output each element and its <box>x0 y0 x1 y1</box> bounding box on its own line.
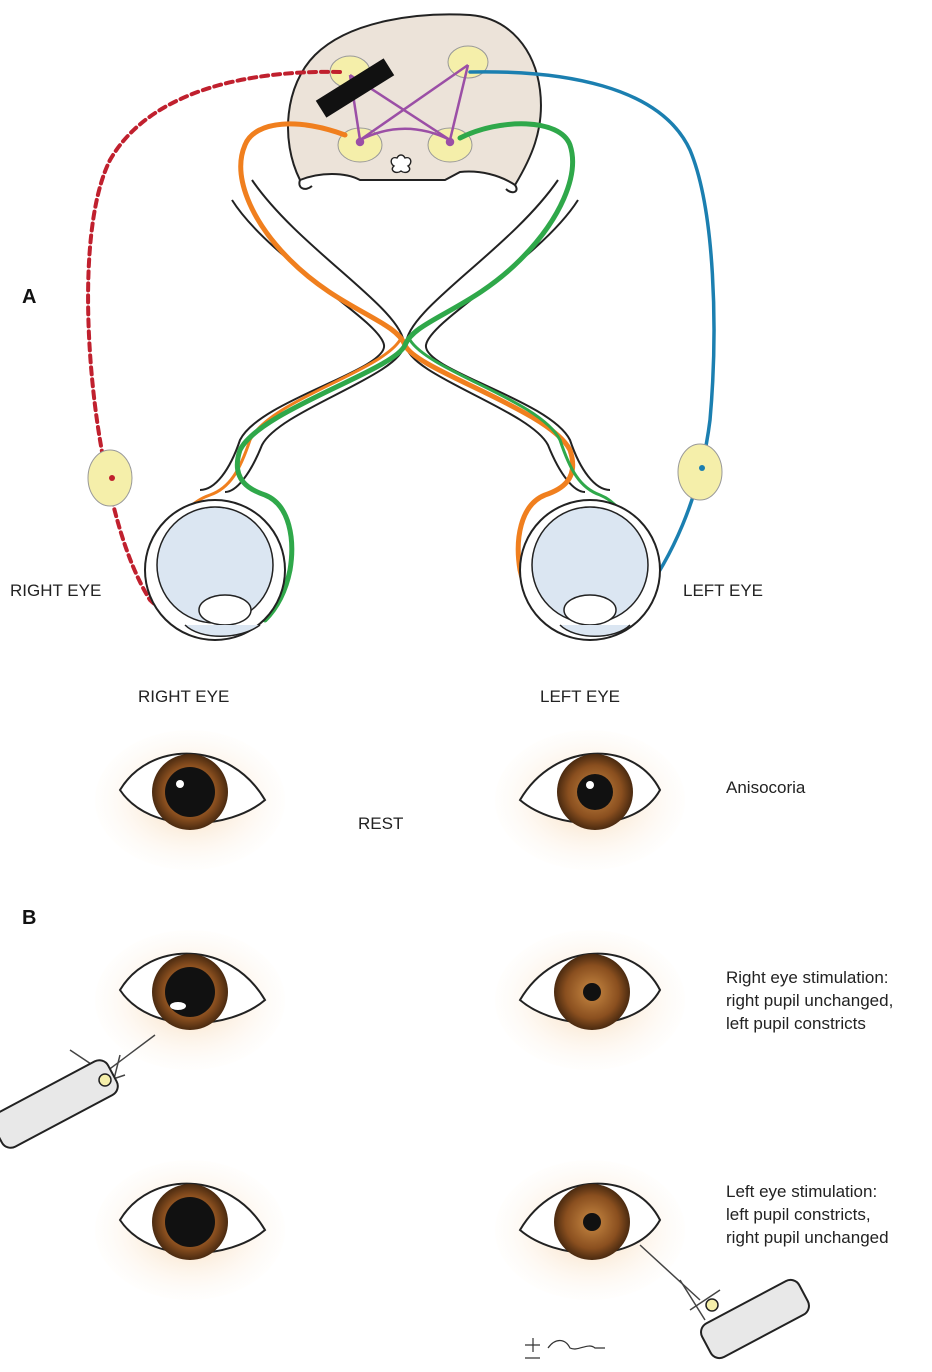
eye-rstim-left <box>495 930 685 1070</box>
caption-line: Right eye stimulation: <box>726 966 893 989</box>
caption-right-stimulation: Right eye stimulation: right pupil uncha… <box>726 966 893 1035</box>
penlight-right <box>0 1035 155 1151</box>
panel-a-right-eye-label: RIGHT EYE <box>10 581 101 601</box>
panel-b-left-eye-header: LEFT EYE <box>540 687 620 707</box>
eye-lstim-left <box>495 1160 685 1300</box>
caption-line: Anisocoria <box>726 776 805 799</box>
eye-rest-left <box>495 730 685 870</box>
caption-line: Left eye stimulation: <box>726 1180 889 1203</box>
eye-lstim-right <box>95 1160 285 1300</box>
caption-left-stimulation: Left eye stimulation: left pupil constri… <box>726 1180 889 1249</box>
panel-a-left-eye-label: LEFT EYE <box>683 581 763 601</box>
caption-line: right pupil unchanged <box>726 1226 889 1249</box>
caption-line: left pupil constricts <box>726 1012 893 1035</box>
panel-a-label: A <box>22 286 36 309</box>
panel-b-right-eye-header: RIGHT EYE <box>138 687 229 707</box>
illustrator-signature <box>525 1338 605 1358</box>
caption-anisocoria: Anisocoria <box>726 776 805 799</box>
caption-line: right pupil unchanged, <box>726 989 893 1012</box>
panel-b-label: B <box>22 907 36 930</box>
eye-rstim-right <box>95 930 285 1070</box>
rest-label: REST <box>358 814 403 834</box>
eye-rest-right <box>95 730 285 870</box>
caption-line: left pupil constricts, <box>726 1203 889 1226</box>
